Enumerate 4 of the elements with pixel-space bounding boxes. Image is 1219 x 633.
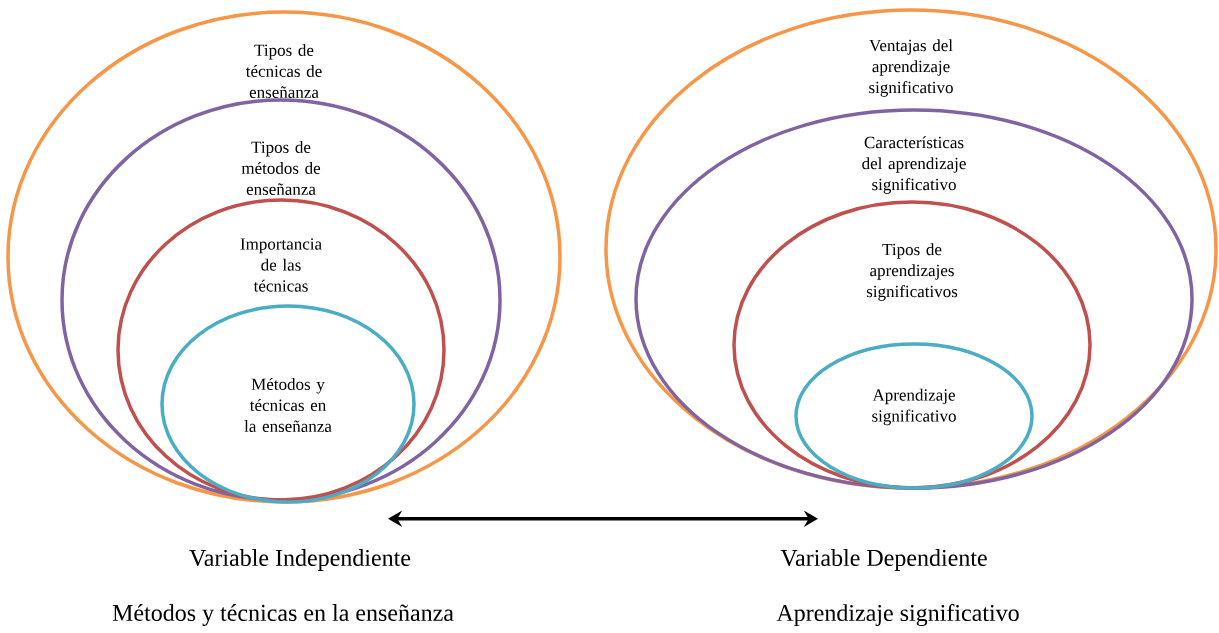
caption-text: Métodos y técnicas en la enseñanza	[112, 604, 454, 626]
caption-text: Variable Independiente	[189, 549, 411, 571]
caption-text: Variable Dependiente	[780, 549, 987, 571]
caption-text: Aprendizaje significativo	[776, 604, 1019, 627]
